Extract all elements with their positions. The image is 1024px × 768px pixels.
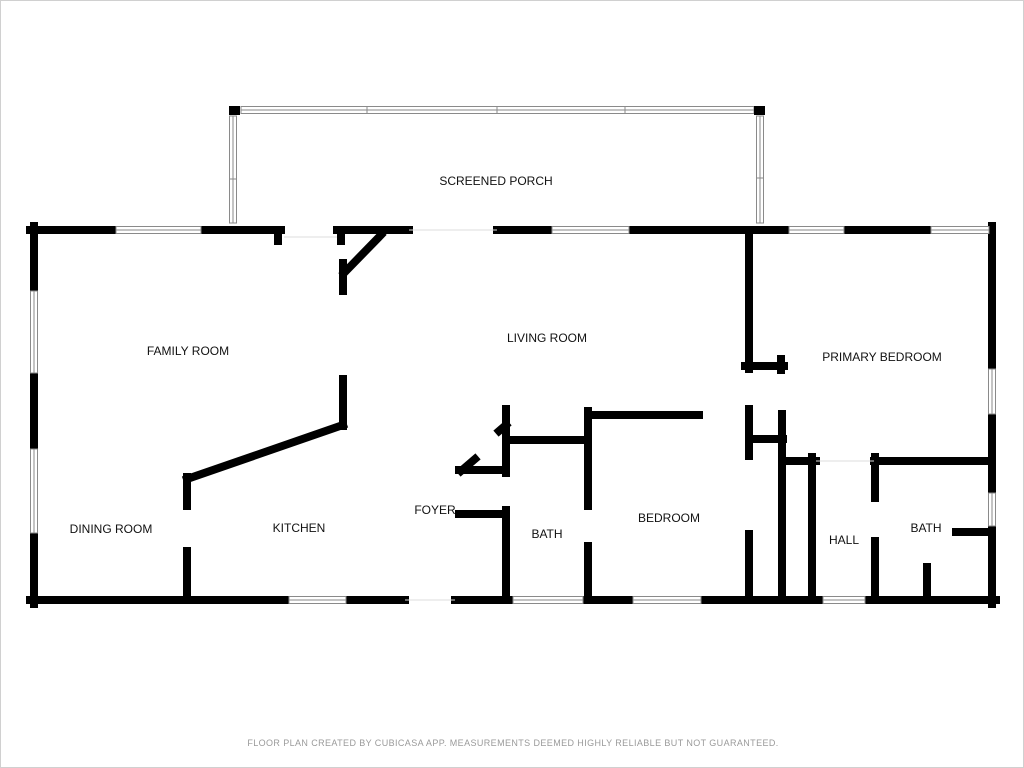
room-label-bath-primary: BATH — [910, 521, 942, 535]
room-label-dining-room: DINING ROOM — [69, 522, 153, 536]
porch-corner-post — [754, 106, 765, 115]
room-label-family-room: FAMILY ROOM — [146, 344, 230, 358]
room-label-living-room: LIVING ROOM — [506, 331, 588, 345]
room-label-primary-bedroom: PRIMARY BEDROOM — [822, 350, 942, 364]
room-label-foyer: FOYER — [414, 503, 456, 517]
wall — [338, 229, 387, 279]
room-label-kitchen: KITCHEN — [272, 521, 326, 535]
disclaimer-footer: FLOOR PLAN CREATED BY CUBICASA APP. MEAS… — [247, 738, 779, 748]
room-label-hall: HALL — [828, 533, 860, 547]
room-label-bedroom: BEDROOM — [637, 511, 701, 525]
wall — [493, 419, 512, 437]
room-label-bath: BATH — [531, 527, 563, 541]
wall — [455, 453, 481, 477]
wall — [181, 419, 349, 485]
room-label-screened-porch: SCREENED PORCH — [439, 174, 553, 188]
porch-corner-post — [229, 106, 240, 115]
